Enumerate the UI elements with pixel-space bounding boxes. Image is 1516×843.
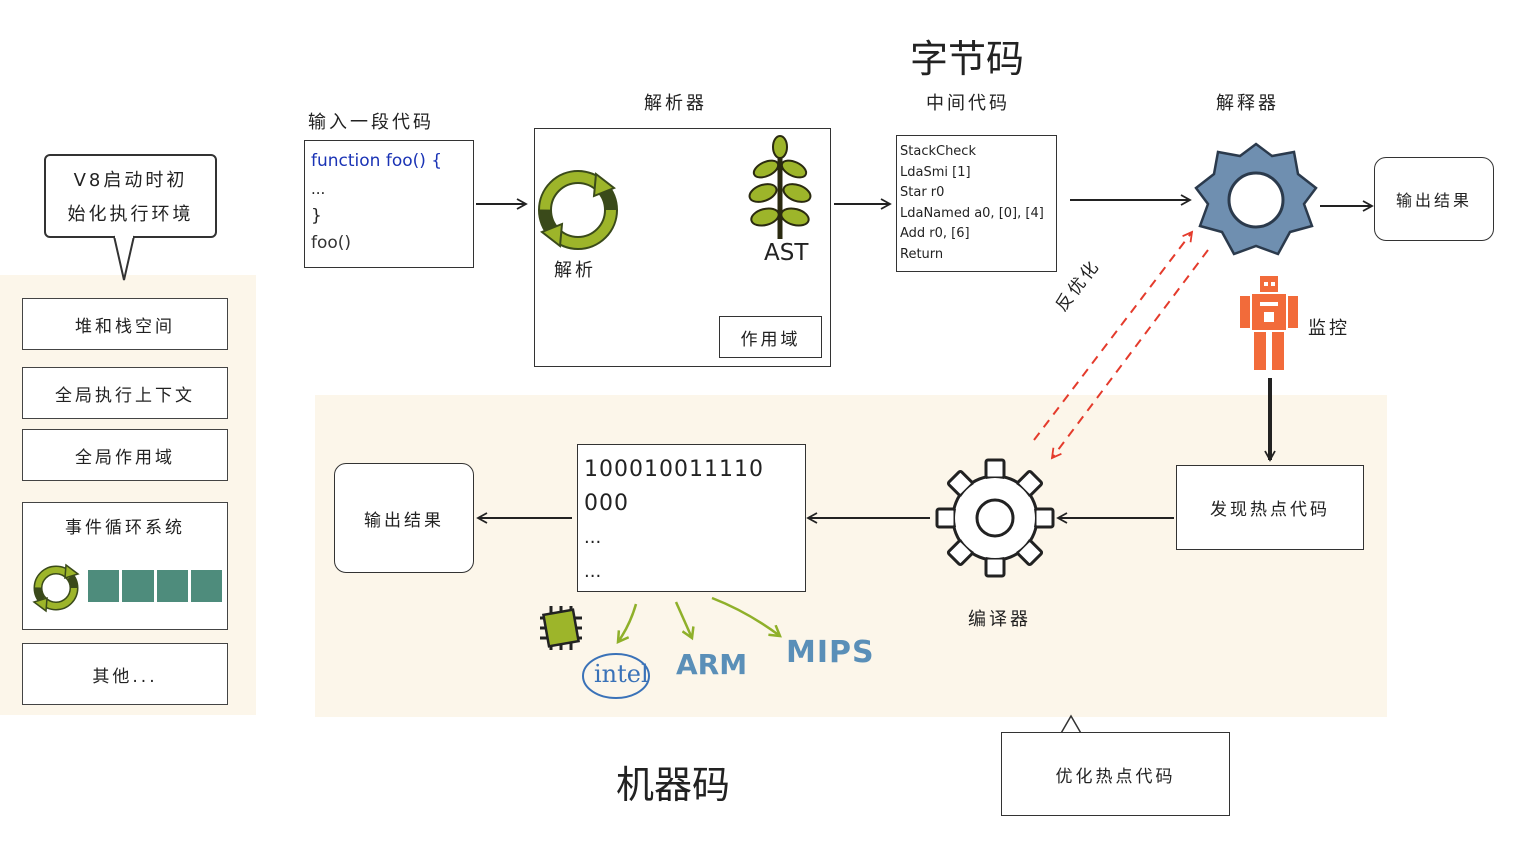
machine-code-line: ... (584, 561, 602, 582)
bytecode-line: LdaNamed a0, [0], [4] (900, 205, 1044, 221)
machine-output-label: 输出结果 (364, 510, 444, 531)
v8-init-callout-pointer (113, 234, 135, 281)
parser-label: 解析器 (644, 93, 707, 114)
monitor-label: 监控 (1308, 318, 1350, 339)
code-line-2: ... (311, 180, 326, 198)
arm-label: ARM (676, 648, 748, 681)
event-queue (88, 570, 222, 602)
bytecode-title: 字节码 (910, 37, 1025, 81)
interpreter-label: 解释器 (1216, 93, 1279, 114)
env-item-label: 全局作用域 (75, 447, 175, 468)
hot-code-label: 发现热点代码 (1210, 500, 1330, 520)
hot-code-box: 发现热点代码 (1176, 465, 1364, 550)
cpu-arrow-mips (711, 596, 780, 636)
input-code-label: 输入一段代码 (308, 112, 434, 133)
machine-code-box: 100010011110 000 ... ... (577, 444, 806, 592)
scope-label: 作用域 (740, 329, 801, 350)
env-item-label: 全局执行上下文 (55, 385, 195, 406)
env-item-global-scope: 全局作用域 (22, 429, 228, 481)
env-item-label: 堆和栈空间 (75, 316, 175, 337)
monitor-robot-icon (1240, 276, 1298, 370)
optimize-callout: 优化热点代码 (1001, 732, 1230, 816)
env-item-global-context: 全局执行上下文 (22, 367, 228, 419)
input-code-box: function foo() { ... } foo() (304, 140, 474, 268)
env-item-others: 其他... (22, 643, 228, 705)
bytecode-line: Return (900, 246, 944, 262)
mips-label: MIPS (786, 635, 875, 670)
queue-block (156, 570, 188, 602)
cpu-chip-icon (540, 606, 582, 650)
bytecode-line: StackCheck (900, 144, 976, 159)
v8-init-callout: V8启动时初 始化执行环境 (44, 154, 217, 238)
ast-tree-icon (748, 135, 812, 239)
parse-label: 解析 (554, 260, 596, 281)
compiler-label: 编译器 (968, 609, 1031, 630)
scope-box: 作用域 (719, 316, 822, 358)
parse-cycle-icon (538, 170, 618, 250)
optimize-callout-label: 优化热点代码 (1055, 766, 1176, 787)
env-item-label: 事件循环系统 (65, 518, 185, 538)
interpreter-output-box: 输出结果 (1374, 157, 1494, 241)
queue-block (122, 570, 154, 602)
deopt-arrow-up (1033, 230, 1194, 441)
interpreter-gear-icon (1194, 142, 1318, 256)
compiler-gear-icon (935, 458, 1055, 578)
cpu-arrow-intel (618, 603, 638, 642)
machine-code-title: 机器码 (616, 763, 731, 807)
queue-block (190, 570, 222, 602)
env-item-label: 其他... (92, 666, 158, 687)
queue-block (88, 570, 120, 602)
cpu-arrow-arm (674, 601, 692, 638)
code-line-1: function foo() { (311, 151, 443, 171)
machine-code-line: ... (584, 527, 602, 548)
v8-init-line-1: V8启动时初 (73, 170, 188, 191)
machine-code-line: 000 (584, 491, 629, 516)
bytecode-line: LdaSmi [1] (900, 164, 971, 180)
intermediate-code-label: 中间代码 (926, 93, 1010, 114)
deopt-arrow-down (1050, 249, 1209, 460)
optimize-callout-pointer (1059, 714, 1083, 736)
intel-logo-icon (582, 653, 650, 699)
machine-code-panel (315, 395, 1387, 717)
event-loop-cycle-icon (32, 563, 80, 613)
bytecode-line: Star r0 (900, 185, 945, 200)
machine-code-line: 100010011110 (584, 457, 764, 482)
code-line-function: function foo() { (311, 147, 467, 176)
machine-output-box: 输出结果 (334, 463, 474, 573)
bytecode-line: Add r0, [6] (900, 226, 970, 241)
code-line-3: } (311, 206, 322, 226)
v8-init-line-2: 始化执行环境 (67, 204, 194, 225)
ast-label: AST (764, 240, 809, 266)
intel-label: intel (594, 660, 649, 688)
intermediate-code-box: StackCheck LdaSmi [1] Star r0 LdaNamed a… (896, 135, 1057, 272)
interpreter-output-label: 输出结果 (1395, 191, 1472, 210)
env-item-heap-stack: 堆和栈空间 (22, 298, 228, 350)
code-line-4: foo() (311, 233, 352, 253)
